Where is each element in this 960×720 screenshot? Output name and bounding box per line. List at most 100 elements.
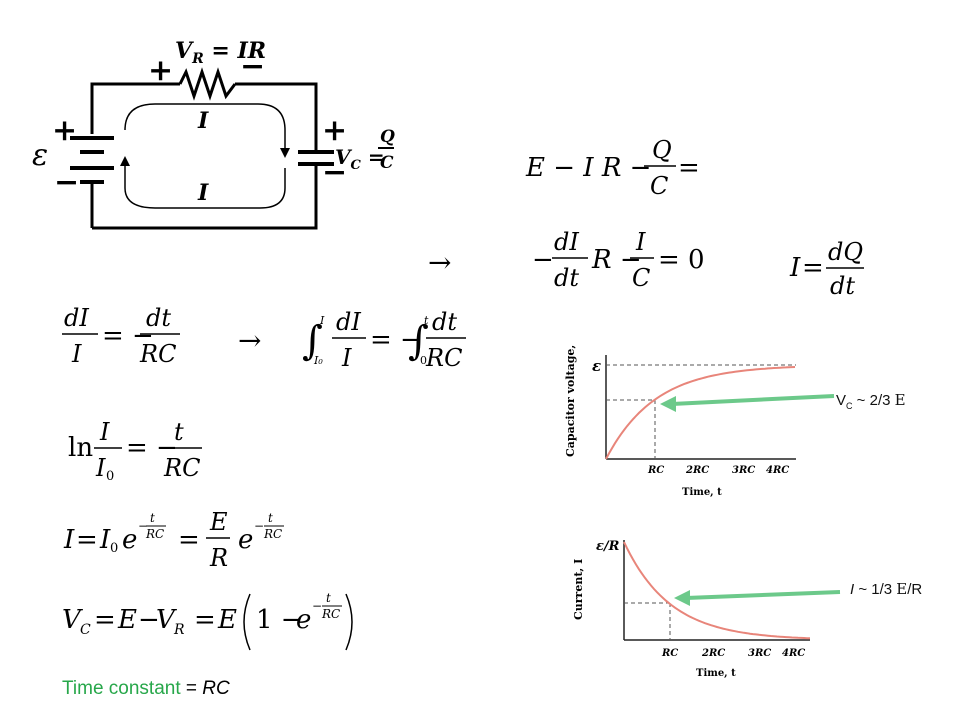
i-ymax-label: ε/R — [596, 539, 620, 554]
emf-symbol: ε — [32, 138, 48, 173]
svg-text:I: I — [71, 340, 82, 368]
i-annotation-label: I ~ 1/3 E/R — [850, 580, 923, 598]
arrowhead-up-icon — [120, 156, 130, 166]
svg-text:I: I — [789, 253, 801, 283]
svg-text:−: − — [138, 519, 148, 533]
wire-top-right — [235, 82, 318, 152]
resistor-symbol — [178, 67, 237, 101]
svg-text:RC: RC — [425, 344, 462, 372]
svg-text:E: E — [117, 605, 137, 635]
svg-text:VC =: VC = — [335, 145, 385, 173]
graph-capacitor-voltage: ε Capacitor voltage, VC RC 2RC 3RC 4RC T… — [564, 345, 796, 498]
svg-text:−: − — [312, 599, 322, 613]
svg-text:dI: dI — [336, 308, 361, 336]
vr-rhs: = IR — [204, 38, 266, 64]
current-arrow-bottom — [124, 166, 286, 209]
implies-arrow-icon-2: → — [238, 324, 262, 357]
svg-text:=: = — [76, 525, 98, 555]
svg-text:= 0: = 0 — [678, 153, 700, 183]
svg-text:C: C — [80, 622, 91, 638]
svg-text:= −: = − — [102, 321, 154, 351]
capacitor-symbol — [298, 150, 334, 166]
i-tick-1: RC — [661, 648, 678, 659]
svg-text:dQ: dQ — [828, 238, 863, 266]
svg-text:RC: RC — [139, 340, 176, 368]
svg-text:I: I — [99, 418, 110, 446]
vc-tick-3: 3RC — [732, 465, 755, 476]
svg-text:V: V — [156, 605, 177, 635]
svg-text:0: 0 — [106, 469, 114, 484]
svg-text:=: = — [94, 605, 116, 635]
svg-text:dI: dI — [554, 228, 579, 256]
svg-text:E: E — [217, 605, 237, 635]
svg-text:e: e — [296, 605, 311, 635]
equation-loop: E − I R − Q C = 0 — [525, 136, 700, 200]
svg-text:I₀: I₀ — [313, 354, 323, 367]
svg-text:RC: RC — [163, 454, 200, 482]
svg-text:t: t — [150, 511, 155, 525]
resistor-plus-sign: + — [148, 53, 173, 88]
battery-plus-sign: + — [52, 113, 77, 148]
svg-text:= −: = − — [370, 325, 422, 355]
svg-text:RC: RC — [263, 527, 282, 541]
time-constant-caption: Time constant = RC — [62, 678, 230, 699]
implies-arrow-icon: → — [428, 246, 452, 279]
vc-charging-curve — [605, 366, 796, 460]
svg-text:I: I — [319, 314, 325, 327]
equation-integrated: ∫ I I₀ dI I = − ∫ t 0 dt RC — [302, 308, 466, 372]
vc-tick-2: 2RC — [685, 465, 709, 476]
svg-text:=: = — [194, 605, 216, 635]
svg-text:C: C — [632, 264, 650, 292]
svg-text:−: − — [254, 519, 264, 533]
vc-tick-1: RC — [647, 465, 664, 476]
svg-text:=: = — [802, 253, 824, 283]
i-decay-curve — [623, 541, 811, 640]
svg-text:0: 0 — [420, 354, 427, 367]
svg-text:t: t — [268, 511, 273, 525]
battery-symbol — [70, 136, 114, 198]
svg-text:V: V — [62, 605, 83, 635]
svg-text:VR = IR: VR = IR — [175, 38, 266, 67]
svg-text:e: e — [238, 525, 253, 555]
vc-ylabel: Capacitor voltage, VC — [564, 345, 579, 457]
equation-current-solution: I = I 0 e − t RC = E R e − t RC — [63, 508, 284, 572]
vc-xlabel: Time, t — [682, 487, 722, 498]
svg-text:dI: dI — [64, 304, 89, 332]
equation-vc-solution: V C = E − V R = E 1 − e − t RC — [62, 591, 353, 651]
vc-annotation-arrow — [660, 394, 835, 412]
svg-text:dt: dt — [554, 264, 579, 292]
svg-text:t: t — [174, 418, 184, 446]
svg-text:I: I — [63, 525, 75, 555]
current-label-top: I — [197, 108, 209, 134]
i-ylabel: Current, I — [572, 559, 585, 620]
svg-text:∫: ∫ — [408, 318, 429, 364]
wire-bottom — [92, 164, 318, 230]
vc-tick-4: 4RC — [766, 465, 789, 476]
i-tick-3: 3RC — [748, 648, 771, 659]
svg-text:t: t — [326, 591, 331, 605]
svg-text:−: − — [532, 245, 554, 275]
resistor-minus-sign: − — [240, 49, 265, 84]
svg-text:E − I R −: E − I R − — [525, 153, 651, 183]
equation-differential: − dI dt R − I C = 0 — [532, 228, 705, 292]
i-tick-2: 2RC — [701, 648, 725, 659]
wire-top-left — [90, 82, 180, 134]
svg-text:dt: dt — [432, 308, 457, 336]
vc-eq: = — [361, 145, 385, 169]
svg-text:−: − — [138, 605, 160, 635]
vc-denominator: C — [380, 153, 394, 173]
svg-text:R: R — [209, 544, 228, 572]
svg-text:I: I — [99, 525, 111, 555]
current-arrow-top — [124, 103, 286, 148]
svg-text:RC: RC — [145, 527, 164, 541]
i-tick-4: 4RC — [782, 648, 805, 659]
capacitor-minus-sign: − — [322, 155, 347, 190]
svg-text:dt: dt — [830, 272, 855, 300]
equation-separated: dI I = − dt RC — [62, 304, 180, 368]
svg-text:t: t — [424, 314, 429, 327]
rc-circuit-diagram: VR = IR + − + − ε I I + − VC = Q C — [32, 38, 395, 230]
svg-text:I: I — [341, 344, 352, 372]
vc-numerator: Q — [380, 127, 395, 147]
svg-text:dt: dt — [146, 304, 171, 332]
